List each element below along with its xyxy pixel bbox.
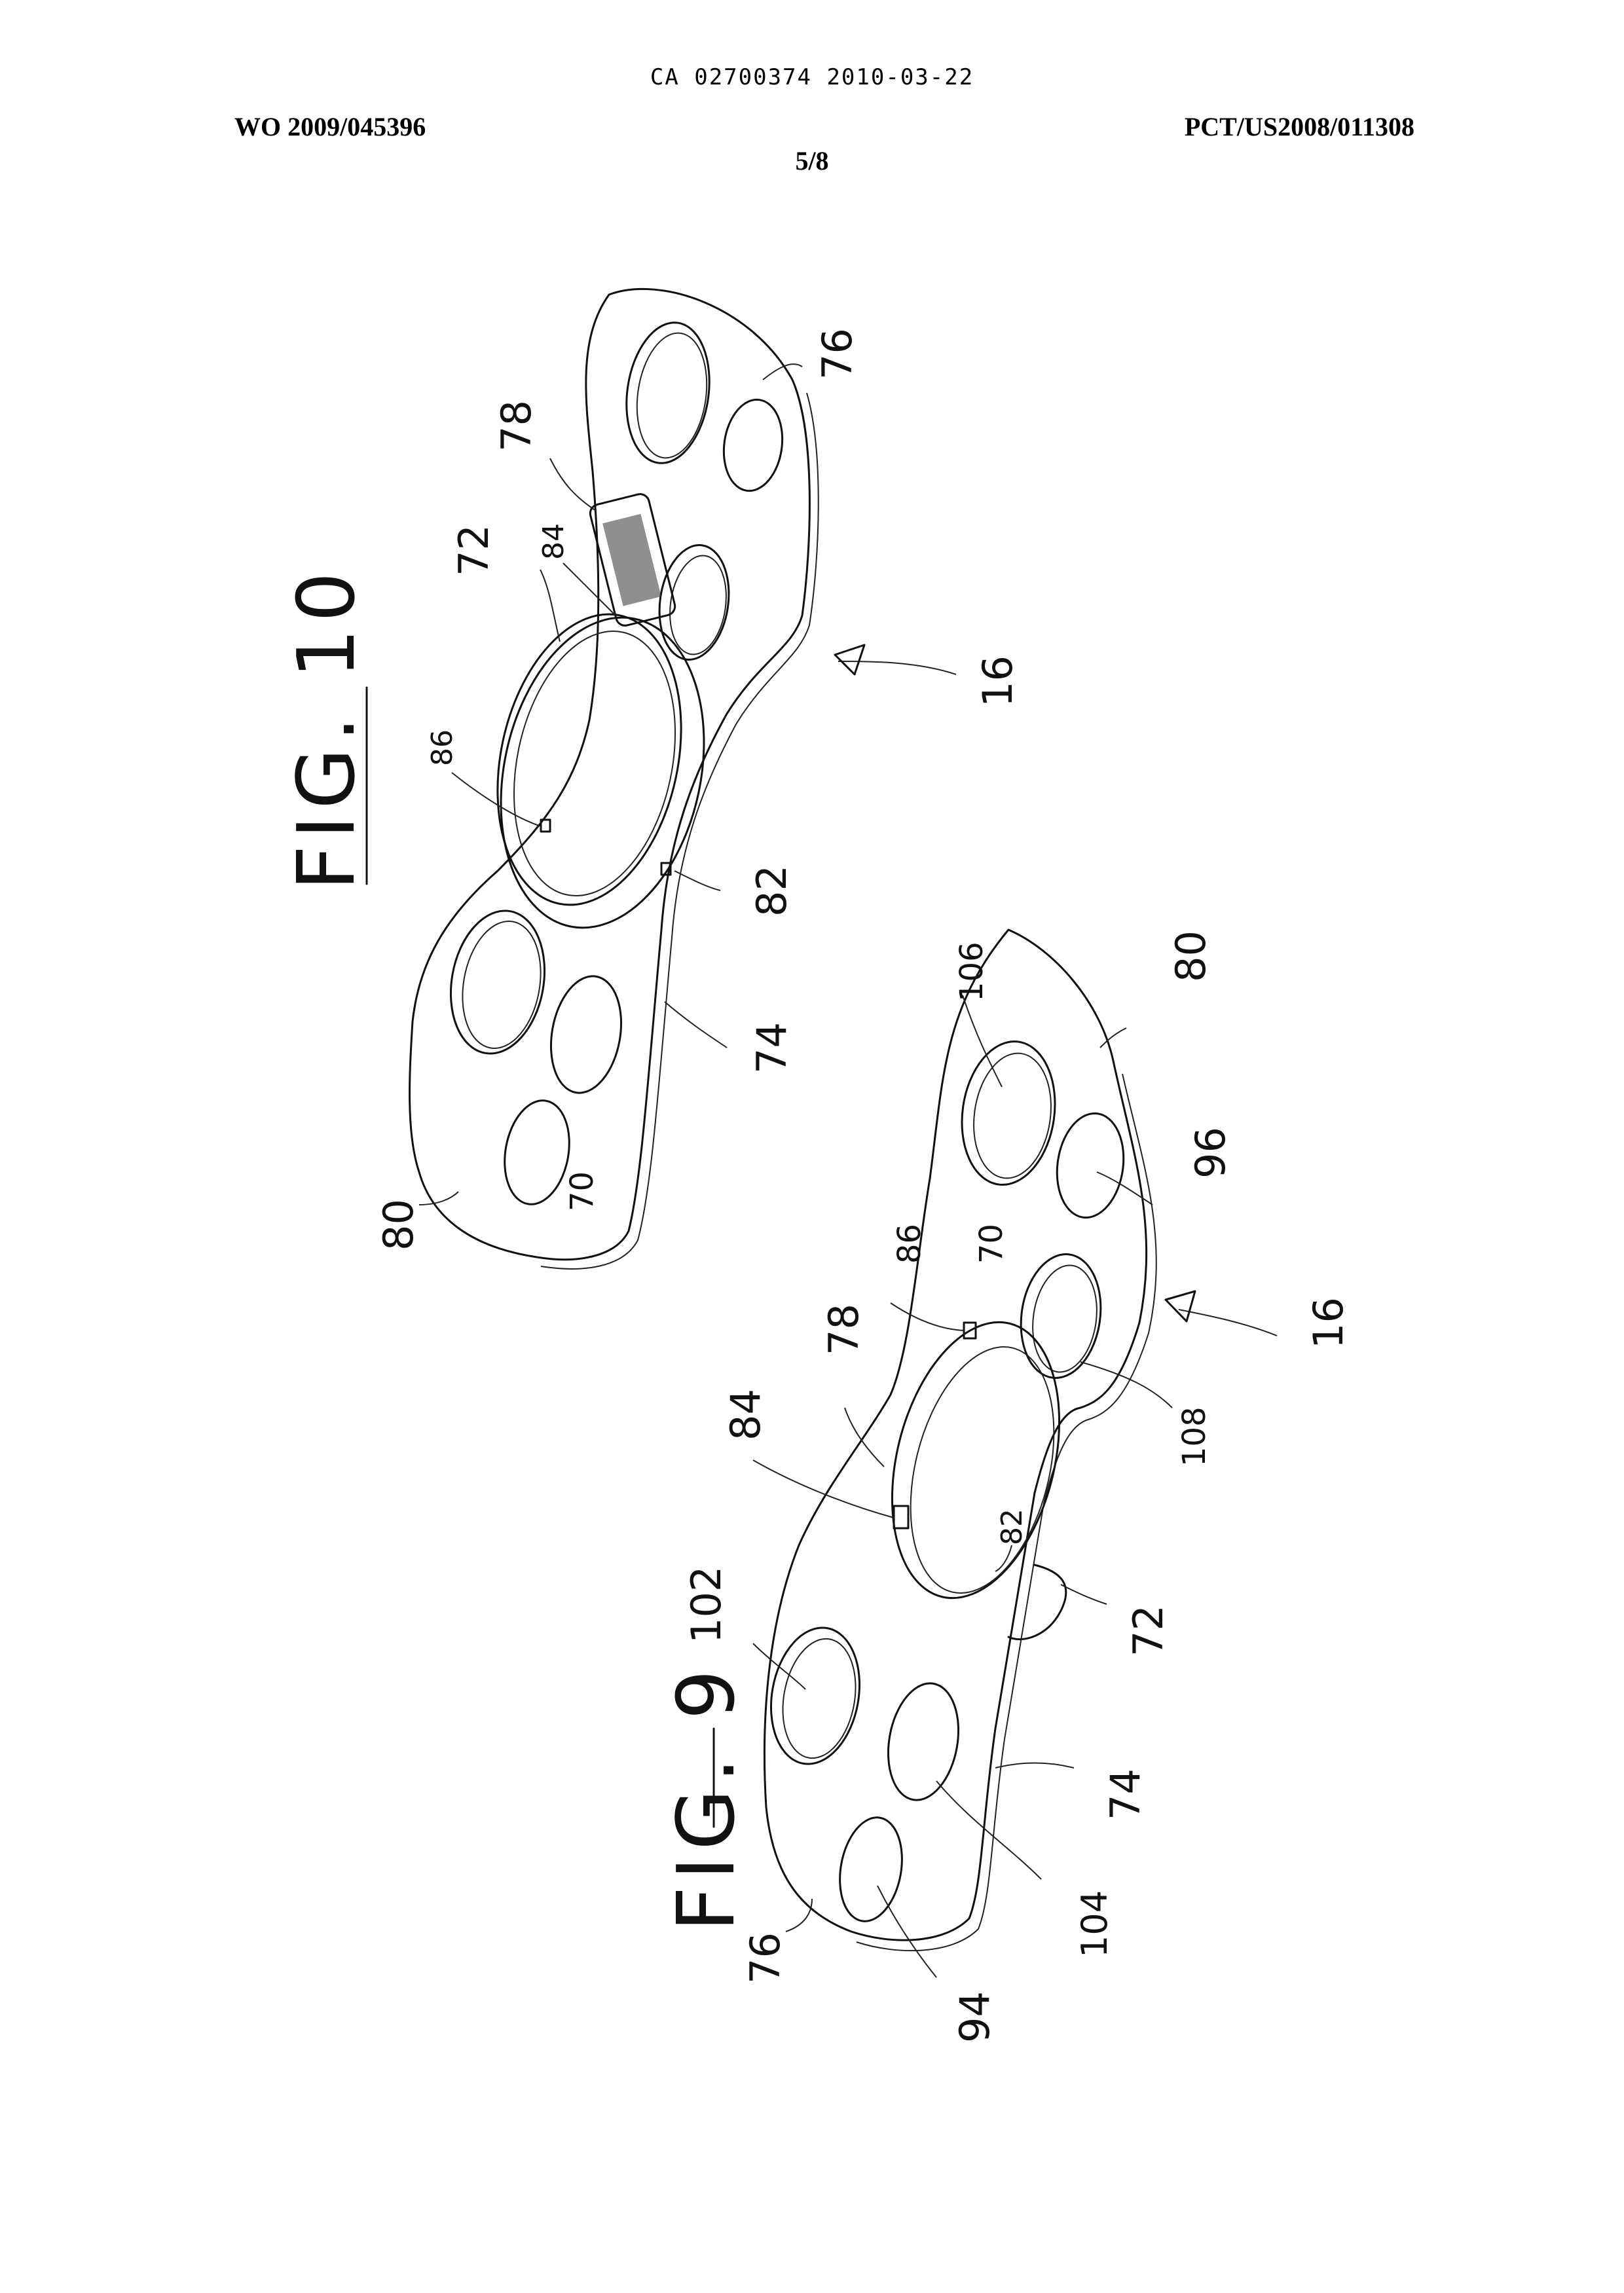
fig9-tab (894, 1506, 908, 1528)
fig9-leader (995, 1763, 1074, 1769)
fig9-hole-106 (953, 1035, 1063, 1190)
fig9-leader (936, 1781, 1041, 1879)
fig10-ref-82: 82 (748, 865, 796, 917)
fig9-arrow (1166, 1291, 1195, 1321)
fig9-ref-72: 72 (1124, 1605, 1172, 1657)
fig10-collar-inner (491, 616, 698, 911)
fig10-title: FIG. 10 (282, 566, 373, 890)
fig9-leader (1061, 1585, 1107, 1604)
fig10-label-marks (602, 514, 661, 606)
fig10-hole (718, 396, 788, 495)
fig10-leader (540, 570, 560, 642)
fig10-leader (452, 773, 541, 826)
fig9-hole-104 (879, 1678, 967, 1805)
fig10-ref-16: 16 (974, 655, 1022, 707)
fig9-ref-82: 82 (995, 1509, 1029, 1545)
fig9-ref-70: 70 (973, 1224, 1010, 1264)
fig9-hole-inner (966, 1048, 1059, 1183)
fig10-drawing: FIG. 10 76 78 72 84 86 16 82 74 80 70 (282, 289, 1022, 1268)
fig9-ref-78: 78 (820, 1304, 868, 1355)
fig9-hole-96 (1050, 1109, 1130, 1222)
fig10-hole (440, 904, 555, 1061)
fig9-leader (1179, 1310, 1277, 1336)
fig10-ref-74: 74 (748, 1022, 796, 1074)
fig9-hole-94 (832, 1812, 910, 1926)
fig9-leader (753, 1460, 894, 1518)
fig9-leader (786, 1899, 812, 1932)
fig9-title: FIG. 9 (661, 1663, 752, 1932)
fig9-hole-102 (761, 1621, 870, 1771)
fig10-collar-flange (473, 598, 731, 947)
fig9-leader (877, 1886, 936, 1977)
fig10-hole-inner (629, 329, 714, 463)
fig9-hole-inner (1026, 1261, 1103, 1376)
fig9-ref-94: 94 (951, 1991, 999, 2043)
fig9-collar-inner (887, 1332, 1078, 1608)
fig10-ref-76: 76 (813, 328, 861, 380)
fig9-leader (1097, 1172, 1153, 1205)
fig9-ref-80: 80 (1167, 930, 1215, 982)
fig10-leader (763, 364, 802, 380)
fig9-ref-16: 16 (1304, 1297, 1352, 1349)
fig9-ref-76: 76 (741, 1932, 789, 1984)
fig10-leader (674, 871, 720, 890)
fig10-hole (652, 541, 735, 665)
fig9-ref-106: 106 (953, 942, 990, 1002)
fig10-leader (665, 1002, 727, 1048)
fig10-ref-78: 78 (492, 400, 540, 452)
fig9-collar-outer (866, 1304, 1086, 1615)
fig10-ref-84: 84 (537, 523, 570, 560)
fig10-leader (550, 458, 596, 511)
fig10-plate-edge (541, 393, 819, 1269)
fig9-ref-84: 84 (722, 1389, 769, 1440)
fig9-ref-74: 74 (1101, 1769, 1149, 1820)
fig10-leader (563, 563, 616, 615)
fig9-leader (891, 1303, 964, 1330)
fig9-drawing: FIG. 9 106 80 96 86 70 78 84 16 108 82 7… (661, 930, 1352, 2043)
fig10-ref-80: 80 (375, 1199, 422, 1251)
fig10-leader (419, 1192, 458, 1205)
fig9-hole-108 (1013, 1249, 1108, 1384)
fig10-hole (542, 970, 630, 1098)
fig9-ref-96: 96 (1187, 1127, 1234, 1179)
fig10-ref-72: 72 (450, 524, 498, 576)
fig10-arrow (835, 645, 864, 674)
fig10-hole (618, 317, 718, 468)
fig9-ref-102: 102 (682, 1566, 730, 1643)
fig9-leader (753, 1643, 805, 1689)
fig9-hole-inner (774, 1633, 864, 1764)
fig9-plate-outline (764, 930, 1146, 1940)
fig10-ref-86: 86 (426, 729, 459, 766)
fig9-ref-86: 86 (891, 1224, 928, 1264)
fig10-plate-outline (410, 289, 810, 1259)
fig9-leader (963, 995, 1002, 1087)
fig9-ref-104: 104 (1074, 1890, 1115, 1958)
fig9-ref-108: 108 (1176, 1406, 1213, 1467)
fig10-ref-70: 70 (564, 1171, 600, 1211)
